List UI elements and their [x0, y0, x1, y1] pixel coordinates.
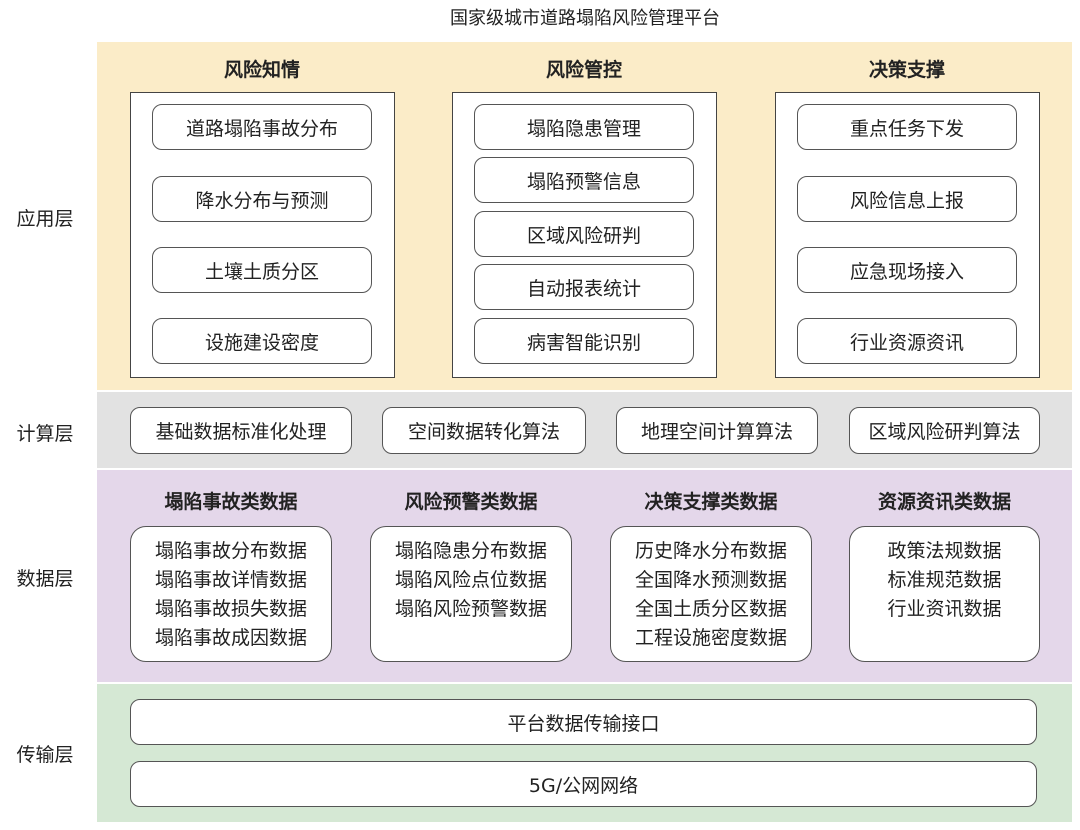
app-module-box[interactable]: 病害智能识别 [474, 318, 694, 364]
compute-algorithm-box[interactable]: 空间数据转化算法 [382, 407, 586, 454]
app-module-box[interactable]: 降水分布与预测 [152, 176, 372, 222]
app-module-box[interactable]: 应急现场接入 [797, 247, 1017, 293]
diagram-title: 国家级城市道路塌陷风险管理平台 [450, 8, 720, 29]
data-group-title: 风险预警类数据 [404, 491, 538, 513]
data-item: 塌陷事故详情数据 [154, 569, 307, 591]
app-column-title: 风险知情 [223, 59, 300, 81]
layer-label-app: 应用层 [16, 208, 74, 230]
data-item: 全国土质分区数据 [634, 598, 787, 620]
data-group-box: 塌陷事故分布数据塌陷事故详情数据塌陷事故损失数据塌陷事故成因数据 [130, 526, 332, 662]
app-module-box[interactable]: 塌陷隐患管理 [474, 104, 694, 150]
data-item: 塌陷风险预警数据 [394, 598, 547, 620]
compute-algorithm-box[interactable]: 区域风险研判算法 [849, 407, 1040, 454]
layer-label-transport: 传输层 [16, 744, 74, 766]
data-item: 政策法规数据 [887, 540, 1002, 562]
data-group-title: 塌陷事故类数据 [164, 491, 298, 513]
app-module-box[interactable]: 风险信息上报 [797, 176, 1017, 222]
app-module-box[interactable]: 重点任务下发 [797, 104, 1017, 150]
data-item: 全国降水预测数据 [634, 569, 787, 591]
app-column-title: 风险管控 [545, 59, 622, 81]
data-item: 行业资讯数据 [887, 598, 1002, 620]
app-module-box[interactable]: 道路塌陷事故分布 [152, 104, 372, 150]
transport-box[interactable]: 平台数据传输接口 [130, 699, 1037, 745]
data-group-title: 资源资讯类数据 [877, 491, 1011, 513]
compute-algorithm-box[interactable]: 地理空间计算算法 [616, 407, 818, 454]
data-item: 工程设施密度数据 [634, 627, 787, 649]
data-item: 塌陷风险点位数据 [394, 569, 547, 591]
layer-label-compute: 计算层 [16, 423, 74, 445]
data-group-title: 决策支撑类数据 [644, 491, 778, 513]
app-module-box[interactable]: 设施建设密度 [152, 318, 372, 364]
data-item: 塌陷事故成因数据 [154, 627, 307, 649]
data-group-box: 政策法规数据标准规范数据行业资讯数据 [849, 526, 1040, 662]
app-column-title: 决策支撑 [868, 59, 945, 81]
data-item: 塌陷隐患分布数据 [394, 540, 547, 562]
data-item: 塌陷事故分布数据 [154, 540, 307, 562]
app-module-box[interactable]: 区域风险研判 [474, 211, 694, 257]
app-module-box[interactable]: 塌陷预警信息 [474, 157, 694, 203]
data-item: 历史降水分布数据 [634, 540, 787, 562]
app-module-box[interactable]: 土壤土质分区 [152, 247, 372, 293]
transport-box[interactable]: 5G/公网网络 [130, 761, 1037, 807]
layer-label-data: 数据层 [16, 568, 74, 590]
compute-algorithm-box[interactable]: 基础数据标准化处理 [130, 407, 352, 454]
app-module-box[interactable]: 行业资源资讯 [797, 318, 1017, 364]
data-item: 标准规范数据 [887, 569, 1002, 591]
data-item: 塌陷事故损失数据 [154, 598, 307, 620]
data-group-box: 塌陷隐患分布数据塌陷风险点位数据塌陷风险预警数据 [370, 526, 572, 662]
app-module-box[interactable]: 自动报表统计 [474, 264, 694, 310]
data-group-box: 历史降水分布数据全国降水预测数据全国土质分区数据工程设施密度数据 [610, 526, 812, 662]
